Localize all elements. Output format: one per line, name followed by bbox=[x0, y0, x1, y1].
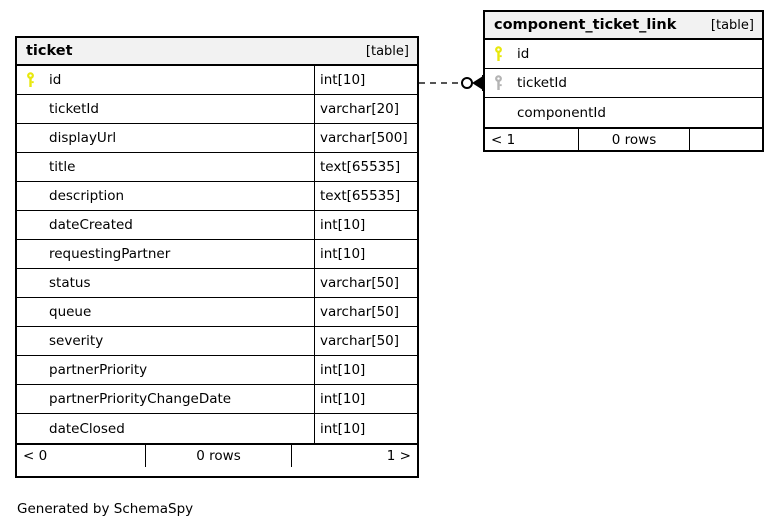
column-name-label: componentId bbox=[517, 104, 606, 121]
footer-row-count: 0 rows bbox=[145, 445, 292, 467]
footer-parent-count: < 1 bbox=[491, 132, 516, 148]
column-name-cell: ticketId bbox=[17, 95, 314, 123]
column-name-label: ticketId bbox=[49, 101, 99, 117]
column-name-cell: requestingPartner bbox=[17, 240, 314, 268]
column-list-component-ticket-link: id ticketId componentId bbox=[485, 40, 762, 127]
table-row[interactable]: componentId bbox=[485, 98, 762, 127]
column-name-label: dateClosed bbox=[49, 420, 125, 437]
key-icon-primary bbox=[491, 46, 517, 62]
table-row[interactable]: id int[10] bbox=[17, 66, 417, 95]
column-name-label: requestingPartner bbox=[49, 246, 171, 262]
column-name-label: displayUrl bbox=[49, 130, 117, 146]
table-row[interactable]: severity varchar[50] bbox=[17, 327, 417, 356]
table-row[interactable]: id bbox=[485, 40, 762, 69]
column-name-cell: title bbox=[17, 153, 314, 181]
relationship-line-svg bbox=[419, 75, 484, 91]
relationship-optional-circle bbox=[461, 77, 473, 89]
table-row[interactable]: displayUrl varchar[500] bbox=[17, 124, 417, 153]
footer-child-count bbox=[690, 129, 762, 151]
column-type-cell: varchar[50] bbox=[314, 327, 417, 355]
footer-row-count: 0 rows bbox=[578, 129, 690, 151]
table-row[interactable]: status varchar[50] bbox=[17, 269, 417, 298]
column-list-ticket: id int[10] ticketId varchar[20] displayUrl va… bbox=[17, 66, 417, 443]
table-row[interactable]: queue varchar[50] bbox=[17, 298, 417, 327]
key-icon-foreign bbox=[491, 75, 517, 91]
entity-title: ticket bbox=[26, 43, 73, 59]
column-name-cell: id bbox=[485, 40, 762, 68]
column-name-label: dateCreated bbox=[49, 217, 133, 233]
table-row[interactable]: dateCreated int[10] bbox=[17, 211, 417, 240]
column-type-cell: varchar[20] bbox=[314, 95, 417, 123]
entity-header-ticket: ticket [table] bbox=[17, 38, 417, 66]
column-name-label: description bbox=[49, 188, 125, 204]
column-name-cell: status bbox=[17, 269, 314, 297]
column-type-cell: int[10] bbox=[314, 356, 417, 384]
table-row[interactable]: requestingPartner int[10] bbox=[17, 240, 417, 269]
column-name-cell: dateCreated bbox=[17, 211, 314, 239]
column-type-cell: int[10] bbox=[314, 240, 417, 268]
column-name-cell: id bbox=[17, 66, 314, 94]
entity-footer-component-ticket-link: < 1 0 rows bbox=[485, 127, 762, 151]
relationship-connector bbox=[419, 70, 487, 96]
table-row[interactable]: description text[65535] bbox=[17, 182, 417, 211]
table-row[interactable]: ticketId bbox=[485, 69, 762, 98]
table-row[interactable]: partnerPriorityChangeDate int[10] bbox=[17, 385, 417, 414]
column-name-label: title bbox=[49, 159, 76, 175]
table-row[interactable]: title text[65535] bbox=[17, 153, 417, 182]
column-name-label: id bbox=[49, 72, 62, 88]
column-type-cell: varchar[50] bbox=[314, 298, 417, 326]
generated-by-caption: Generated by SchemaSpy bbox=[17, 501, 194, 517]
key-icon-primary bbox=[23, 72, 49, 88]
column-type-cell: text[65535] bbox=[314, 153, 417, 181]
column-name-cell: componentId bbox=[485, 98, 762, 127]
column-name-label: queue bbox=[49, 304, 92, 320]
column-type-cell: int[10] bbox=[314, 414, 417, 443]
entity-footer-ticket: < 0 0 rows 1 > bbox=[17, 443, 417, 467]
column-type-cell: int[10] bbox=[314, 211, 417, 239]
column-name-cell: queue bbox=[17, 298, 314, 326]
column-name-cell: displayUrl bbox=[17, 124, 314, 152]
column-name-cell: ticketId bbox=[485, 69, 762, 97]
column-name-cell: severity bbox=[17, 327, 314, 355]
table-row[interactable]: partnerPriority int[10] bbox=[17, 356, 417, 385]
column-type-cell: varchar[50] bbox=[314, 269, 417, 297]
column-name-label: severity bbox=[49, 333, 104, 349]
column-name-label: status bbox=[49, 275, 91, 291]
relationship-crowsfoot-icon bbox=[472, 76, 483, 90]
entity-kind-label: [table] bbox=[710, 17, 754, 33]
column-type-cell: text[65535] bbox=[314, 182, 417, 210]
table-row[interactable]: ticketId varchar[20] bbox=[17, 95, 417, 124]
column-name-cell: partnerPriorityChangeDate bbox=[17, 385, 314, 413]
entity-table-ticket[interactable]: ticket [table] id int[10] ticketId varchar[… bbox=[15, 36, 419, 478]
footer-parent-count: < 0 bbox=[23, 448, 48, 464]
footer-child-count: 1 > bbox=[386, 448, 411, 464]
column-name-cell: dateClosed bbox=[17, 414, 314, 443]
column-name-label: ticketId bbox=[517, 75, 567, 91]
column-type-cell: varchar[500] bbox=[314, 124, 417, 152]
column-name-label: partnerPriority bbox=[49, 362, 148, 378]
column-type-cell: int[10] bbox=[314, 385, 417, 413]
column-name-label: id bbox=[517, 46, 530, 62]
entity-title: component_ticket_link bbox=[494, 17, 677, 33]
column-type-cell: int[10] bbox=[314, 66, 417, 94]
table-row[interactable]: dateClosed int[10] bbox=[17, 414, 417, 443]
entity-header-component-ticket-link: component_ticket_link [table] bbox=[485, 12, 762, 40]
column-name-cell: partnerPriority bbox=[17, 356, 314, 384]
entity-table-component-ticket-link[interactable]: component_ticket_link [table] id ticketId… bbox=[483, 10, 764, 152]
column-name-label: partnerPriorityChangeDate bbox=[49, 391, 232, 407]
column-name-cell: description bbox=[17, 182, 314, 210]
entity-kind-label: [table] bbox=[365, 43, 409, 59]
